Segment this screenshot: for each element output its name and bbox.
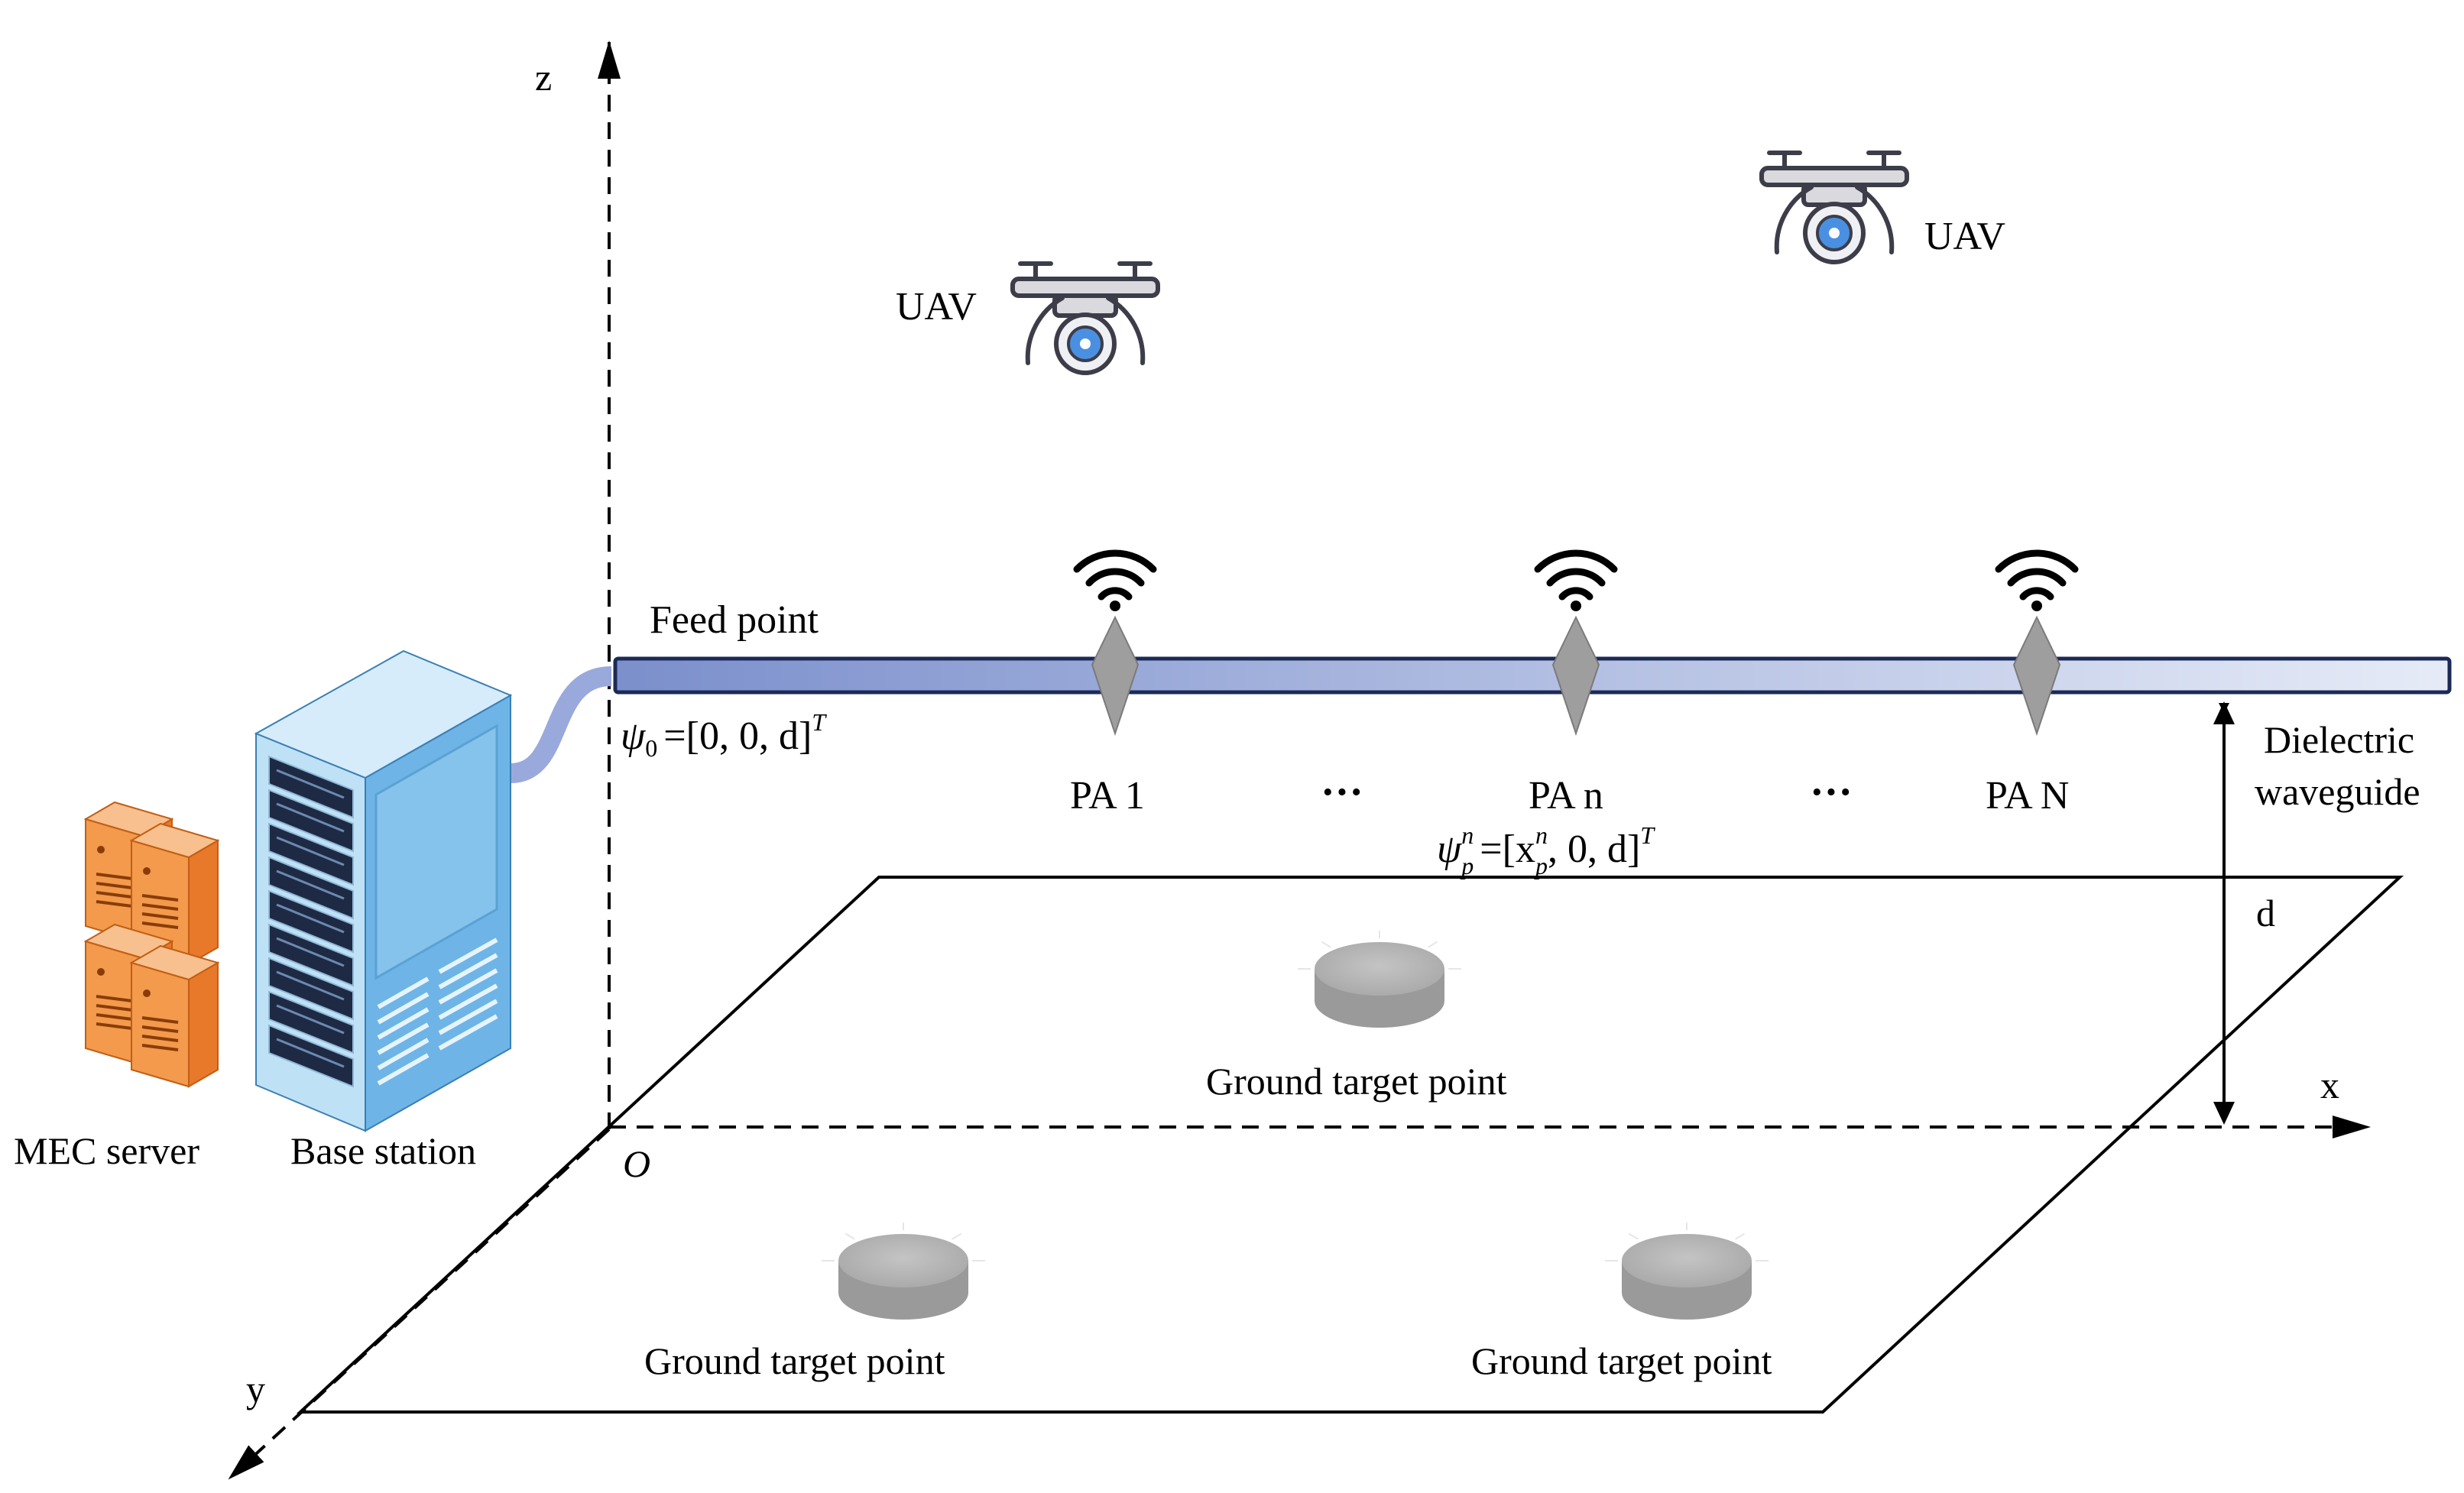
pa-rest: , 0, d] xyxy=(1548,827,1640,871)
pinching-antenna xyxy=(1534,549,1618,737)
z-axis-label: z xyxy=(535,56,552,99)
pinching-antenna xyxy=(1995,549,2079,737)
feed-point-label: Feed point xyxy=(650,598,819,642)
ground-target-icon xyxy=(1605,1223,1769,1320)
wifi-icon xyxy=(1995,549,2079,611)
pa-diamond xyxy=(2012,615,2061,737)
ground-targets xyxy=(822,931,1769,1320)
ground-plane xyxy=(296,876,2404,1414)
y-axis-label: y xyxy=(246,1368,265,1410)
dielectric-waveguide xyxy=(613,656,2452,695)
ellipsis-1: ··· xyxy=(1321,769,1363,816)
pa-psi-sup: n xyxy=(1461,821,1474,849)
server-unit-icon xyxy=(129,944,220,1088)
uav-label-2: UAV xyxy=(1924,215,2005,258)
pa-eq: =[x xyxy=(1480,827,1535,871)
drone-icon xyxy=(1010,261,1160,375)
waveguide-label-line1: Dielectric xyxy=(2264,718,2414,761)
psi0-value: =[0, 0, d] xyxy=(663,714,812,758)
psi0-sub: 0 xyxy=(645,734,657,762)
feed-cable xyxy=(509,666,612,783)
mec-server xyxy=(83,801,220,1088)
pinching-antennas xyxy=(1073,549,2079,737)
psi0-sup: T xyxy=(812,708,827,736)
pa-psi-symbol: ψ xyxy=(1437,827,1463,871)
ground-target-icon xyxy=(822,1223,985,1320)
pa-diamond xyxy=(1091,615,1140,737)
base-station xyxy=(254,649,513,1132)
uav-label-1: UAV xyxy=(896,285,977,329)
x-axis-label: x xyxy=(2320,1064,2339,1106)
pa-label-N: PA N xyxy=(1986,774,2069,818)
axes xyxy=(228,40,2371,1480)
base-station-label: Base station xyxy=(290,1129,476,1172)
uavs xyxy=(1010,151,1909,375)
pa-psi-sub: p xyxy=(1460,852,1474,879)
wifi-icon xyxy=(1073,549,1157,611)
ground-target-icon xyxy=(1298,931,1461,1028)
pa-sup-T: T xyxy=(1640,821,1655,849)
pa-label-n: PA n xyxy=(1529,774,1603,818)
rack-icon xyxy=(254,649,513,1132)
ground-target-label-3: Ground target point xyxy=(1471,1339,1772,1382)
pinching-antenna xyxy=(1073,549,1157,737)
pa-x-sup: n xyxy=(1535,821,1548,849)
waveguide-label-line2: waveguide xyxy=(2255,770,2420,813)
psi0-label: ψ0=[0, 0, d]T xyxy=(621,708,827,762)
pa-label-1: PA 1 xyxy=(1070,774,1145,818)
ground-target-label-2: Ground target point xyxy=(644,1339,945,1382)
ground-target-label-1: Ground target point xyxy=(1206,1060,1507,1103)
origin-label: O xyxy=(623,1142,650,1185)
psi0-symbol: ψ xyxy=(621,714,647,758)
wifi-icon xyxy=(1534,549,1618,611)
drone-icon xyxy=(1759,151,1909,264)
mec-server-label: MEC server xyxy=(14,1129,199,1172)
height-label: d xyxy=(2256,892,2275,934)
pa-diamond xyxy=(1551,615,1600,737)
ellipsis-2: ··· xyxy=(1810,769,1853,816)
y-axis xyxy=(228,1128,611,1480)
server-unit-icon xyxy=(129,822,220,966)
pa-x-sub: p xyxy=(1534,852,1548,879)
